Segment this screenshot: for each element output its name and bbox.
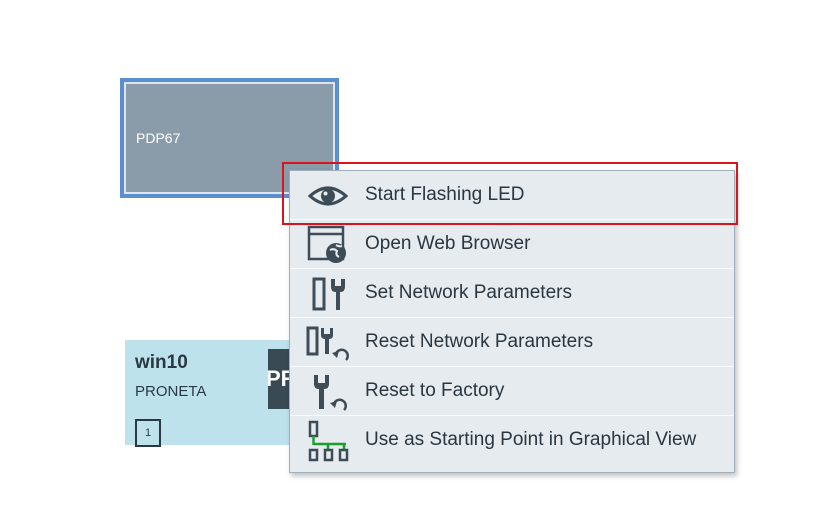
menu-item-label: Reset to Factory [365, 380, 505, 401]
menu-item-set-network-parameters[interactable]: Set Network Parameters [290, 269, 734, 318]
menu-item-label: Open Web Browser [365, 233, 531, 254]
menu-item-reset-to-factory[interactable]: Reset to Factory [290, 367, 734, 416]
network-parameters-icon [312, 277, 345, 311]
device-win10-subtitle: PRONETA [135, 383, 207, 400]
menu-item-use-as-starting-point[interactable]: Use as Starting Point in Graphical View [290, 416, 734, 465]
menu-item-open-web-browser[interactable]: Open Web Browser [290, 220, 734, 269]
menu-item-label: Reset Network Parameters [365, 331, 594, 352]
web-browser-icon [307, 225, 346, 263]
menu-item-label: Use as Starting Point in Graphical View [365, 429, 697, 450]
menu-item-start-flashing-led[interactable]: Start Flashing LED [290, 171, 734, 220]
eye-icon [307, 186, 349, 206]
topology-icon [308, 420, 349, 462]
device-pdp67[interactable]: PDP67 [120, 78, 339, 198]
device-win10-name: win10 [135, 352, 188, 373]
reset-network-icon [306, 326, 349, 361]
menu-item-label: Start Flashing LED [365, 184, 525, 205]
device-win10-port[interactable]: 1 [135, 419, 161, 447]
menu-item-label: Set Network Parameters [365, 282, 572, 303]
device-pdp67-label: PDP67 [136, 130, 181, 146]
context-menu: Start Flashing LED Open Web Browser Set … [289, 170, 735, 473]
menu-item-reset-network-parameters[interactable]: Reset Network Parameters [290, 318, 734, 367]
reset-factory-icon [314, 375, 347, 411]
